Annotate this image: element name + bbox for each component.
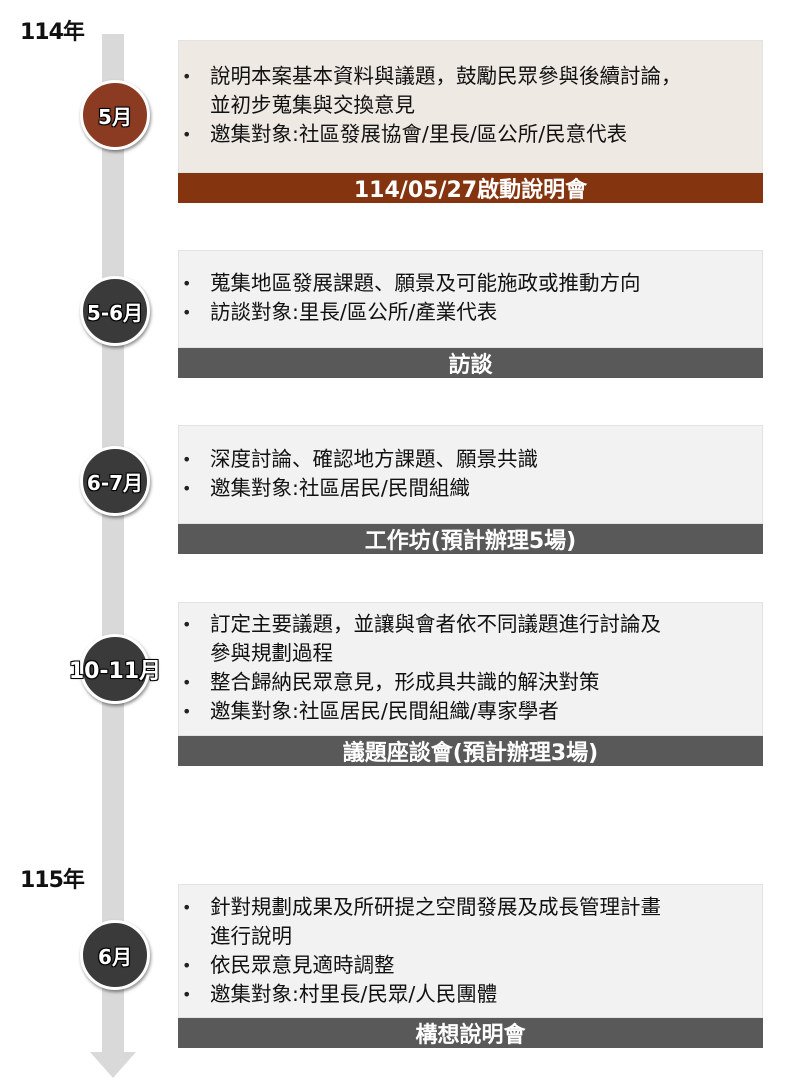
stage-1-bullet-1: 說明本案基本資料與議題，鼓勵民眾參與後續討論， (178, 62, 763, 91)
stage-5-bullet-1: 針對規劃成果及所研提之空間發展及成長管理計畫 (178, 893, 763, 922)
timeline-track (102, 34, 124, 1056)
stage-4-bullet-1-cont: 參與規劃過程 (210, 641, 333, 665)
stage-1-card: 說明本案基本資料與議題，鼓勵民眾參與後續討論， 並初步蒐集與交換意見 邀集對象:… (178, 40, 763, 173)
stage-5-banner: 構想說明會 (178, 1018, 763, 1048)
stage-4-period: 10-11月 (68, 659, 162, 684)
stage-4-card: 訂定主要議題，並讓與會者依不同議題進行討論及 參與規劃過程 整合歸納民眾意見，形… (178, 602, 763, 736)
stage-4-period-circle: 10-11月 (69, 634, 161, 704)
stage-1-period: 5月 (98, 104, 132, 129)
stage-2-bullet-1: 蒐集地區發展課題、願景及可能施政或推動方向 (178, 269, 763, 298)
stage-1-bullet-1-cont: 並初步蒐集與交換意見 (210, 93, 415, 117)
stage-2-period: 5-6月 (86, 300, 144, 325)
stage-4-bullet-1: 訂定主要議題，並讓與會者依不同議題進行討論及 (178, 610, 763, 639)
stage-1-banner: 114/05/27啟動說明會 (178, 173, 763, 203)
stage-1-period-circle: 5月 (80, 80, 150, 150)
timeline-arrow-icon (90, 1052, 136, 1078)
stage-3-banner: 工作坊(預計辦理5場) (178, 524, 763, 554)
stage-5-period: 6月 (98, 944, 132, 969)
stage-1-bullet-2: 邀集對象:社區發展協會/里長/區公所/民意代表 (178, 120, 763, 149)
year-label-114: 114年 (20, 20, 85, 45)
stage-3-period-circle: 6-7月 (80, 446, 150, 516)
stage-2-card: 蒐集地區發展課題、願景及可能施政或推動方向 訪談對象:里長/區公所/產業代表 (178, 250, 763, 348)
stage-3-card: 深度討論、確認地方課題、願景共識 邀集對象:社區居民/民間組織 (178, 425, 763, 524)
stage-2-bullet-2: 訪談對象:里長/區公所/產業代表 (178, 298, 763, 327)
stage-4-bullet-3: 邀集對象:社區居民/民間組織/專家學者 (178, 697, 763, 726)
stage-5-period-circle: 6月 (80, 920, 150, 990)
year-label-115: 115年 (20, 868, 85, 893)
stage-5-card: 針對規劃成果及所研提之空間發展及成長管理計畫 進行說明 依民眾意見適時調整 邀集… (178, 884, 763, 1018)
stage-2-period-circle: 5-6月 (80, 276, 150, 346)
stage-4-bullet-2: 整合歸納民眾意見，形成具共識的解決對策 (178, 668, 763, 697)
stage-3-period: 6-7月 (86, 470, 144, 495)
stage-3-bullet-1: 深度討論、確認地方課題、願景共識 (178, 445, 763, 474)
stage-5-bullet-3: 邀集對象:村里長/民眾/人民團體 (178, 980, 763, 1009)
stage-3-bullet-2: 邀集對象:社區居民/民間組織 (178, 474, 763, 503)
stage-5-bullet-2: 依民眾意見適時調整 (178, 951, 763, 980)
stage-4-banner: 議題座談會(預計辦理3場) (178, 736, 763, 766)
stage-2-banner: 訪談 (178, 348, 763, 378)
stage-5-bullet-1-cont: 進行說明 (210, 924, 292, 948)
